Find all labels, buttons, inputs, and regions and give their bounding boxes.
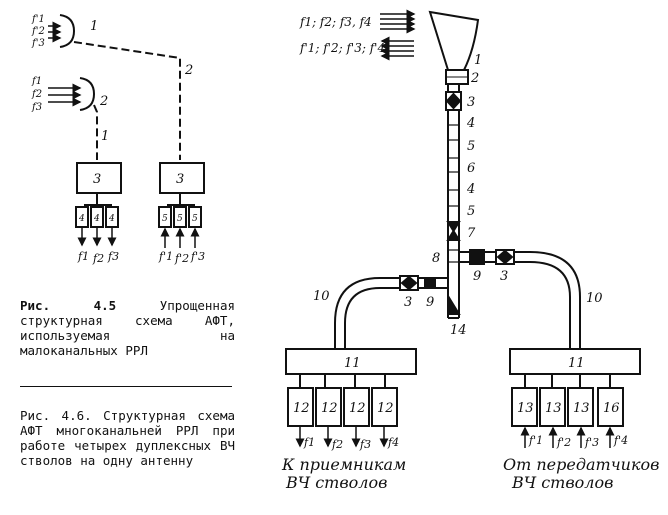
out-left-3: f3 [107, 250, 119, 263]
tx-arrows [380, 36, 414, 61]
receiver-1-label: 12 [293, 401, 310, 416]
tx-in-2: f'2 [556, 436, 571, 449]
label-feeder-mid: 1 [101, 129, 109, 144]
figure-4-6 [285, 9, 641, 448]
branch-right-10: 10 [586, 291, 603, 306]
combiner-left-label: 11 [344, 356, 361, 371]
caption-fig-4-6-text: Структурная схема АФТ многоканальней РРЛ… [20, 408, 236, 468]
feeder-mid [93, 104, 98, 160]
tower-6: 6 [467, 161, 475, 176]
caption-fig-4-5-text: Упрощенная структурная схема АФТ, исполь… [20, 298, 235, 358]
fig46-text: f1; f2; f3, f4 f'1; f'2; f'3; f'4 1 2 3 … [281, 15, 659, 492]
in-right-2: f'2 [174, 252, 189, 265]
combiner-left [285, 348, 417, 375]
tower-2: 2 [470, 71, 479, 86]
tx-in-3: f'3 [584, 436, 599, 449]
unit-left [76, 162, 122, 194]
rx-out-3: f3 [359, 438, 371, 451]
freq-top-3: f'3 [31, 38, 45, 49]
feeder-top [73, 41, 181, 160]
tower-7: 7 [467, 226, 476, 241]
caption-fig-4-5: Рис. 4.5 Упрощенная структурная схема АФ… [20, 298, 235, 358]
out-left-2: f2 [92, 252, 104, 265]
tower-14: 14 [450, 323, 467, 338]
branch-left-3: 3 [404, 295, 412, 310]
filter-right-2: 5 [177, 214, 183, 224]
tx-caption-2: ВЧ стволов [511, 473, 613, 492]
branch-left-10: 10 [313, 289, 330, 304]
tower-3: 3 [467, 95, 475, 110]
filter-left-2: 4 [93, 214, 100, 224]
freq-top-2: f'2 [31, 26, 45, 37]
in-right-3: f'3 [190, 250, 205, 263]
filter-right-3: 5 [192, 214, 198, 224]
rx-caption-1: К приемникам [281, 455, 406, 474]
tower-4: 4 [466, 116, 475, 131]
tx-in-1: f'1 [528, 434, 543, 447]
caption-fig-4-6-label: Рис. 4.6. [20, 408, 92, 423]
rx-out-4: f4 [387, 436, 399, 449]
receiver-2-label: 12 [321, 401, 338, 416]
receiver-4-label: 12 [377, 401, 394, 416]
bend-right-inner [529, 261, 571, 350]
receiver-group [287, 374, 398, 448]
tower-5b: 5 [467, 204, 475, 219]
freq-mid-3: f3 [31, 102, 42, 113]
rx-arrows [380, 9, 416, 34]
tower-5: 5 [467, 139, 475, 154]
fig45-text: 1 2 2 1 3 3 f'1 f'2 f'3 f1 f2 f3 4 4 4 5… [31, 14, 205, 265]
freq-mid-1: f1 [31, 76, 42, 87]
branch-right-3: 3 [500, 269, 508, 284]
out-left-1: f1 [77, 250, 89, 263]
tx-caption-1: От передатчиков [503, 455, 659, 474]
rx-out-2: f2 [331, 438, 343, 451]
transmitter-4-label: 16 [603, 401, 620, 416]
label-unit-left: 3 [93, 172, 101, 187]
bend-left-inner [344, 287, 381, 350]
unit-right [159, 162, 205, 194]
antenna-mid [79, 77, 96, 111]
tower-1: 1 [474, 53, 482, 68]
bend-left-outer [334, 277, 381, 350]
combiner-right-label: 11 [568, 356, 585, 371]
freq-tx: f'1; f'2; f'3; f'4 [299, 41, 385, 55]
transmitter-2-label: 13 [545, 401, 562, 416]
caption-fig-4-5-label: Рис. 4.5 [20, 298, 117, 313]
rx-caption-2: ВЧ стволов [285, 473, 387, 492]
tower-8: 8 [432, 251, 440, 266]
freq-rx: f1; f2; f3, f4 [299, 15, 372, 29]
label-antenna-mid: 2 [99, 94, 108, 109]
receiver-3-label: 12 [349, 401, 366, 416]
transmitter-group [511, 374, 624, 448]
freq-top-1: f'1 [31, 14, 45, 25]
transmitter-3-label: 13 [573, 401, 590, 416]
horn-antenna [428, 10, 480, 71]
label-unit-right: 3 [176, 172, 184, 187]
filter-right-1: 5 [162, 214, 168, 224]
tower-4b: 4 [466, 182, 475, 197]
transmitter-1-label: 13 [517, 401, 534, 416]
caption-fig-4-6: Рис. 4.6. Структурная схема АФТ многокан… [20, 408, 235, 468]
combiner-right [509, 348, 641, 375]
label-feeder-top: 2 [184, 63, 193, 78]
filter-left-3: 4 [108, 214, 115, 224]
filter-left-1: 4 [78, 214, 85, 224]
label-antenna-top: 1 [90, 19, 98, 34]
branch-right-9: 9 [473, 269, 481, 284]
antenna-top [59, 14, 76, 48]
bend-right-outer [529, 251, 581, 350]
rx-out-1: f1 [303, 436, 315, 449]
filter-group-right [158, 206, 202, 228]
tx-in-4: f'4 [613, 434, 628, 447]
figure-4-5 [48, 14, 205, 248]
branch-left-9: 9 [426, 295, 434, 310]
freq-mid-2: f2 [31, 89, 42, 100]
in-right-1: f'1 [158, 250, 173, 263]
caption-separator [20, 386, 232, 387]
